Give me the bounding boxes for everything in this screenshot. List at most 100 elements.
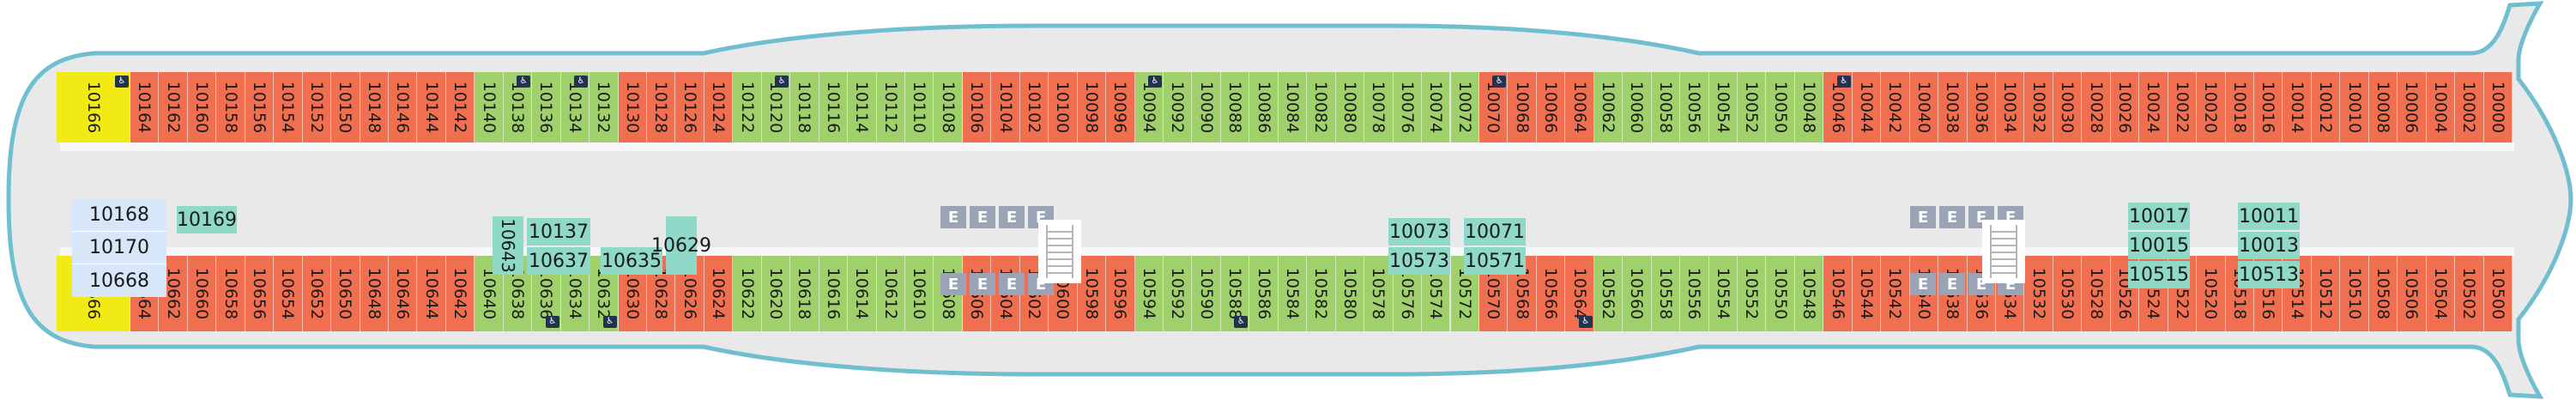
cabin-10500[interactable]: 10500: [2483, 256, 2513, 331]
cabin-10102[interactable]: 10102: [1019, 72, 1049, 142]
cabin-10116[interactable]: 10116: [819, 72, 849, 142]
cabin-10040[interactable]: 10040: [1909, 72, 1939, 142]
cabin-10084[interactable]: 10084: [1278, 72, 1308, 142]
cabin-10656[interactable]: 10656: [245, 256, 275, 331]
cabin-10637[interactable]: 10637: [527, 247, 590, 275]
cabin-10644[interactable]: 10644: [417, 256, 446, 331]
cabin-10152[interactable]: 10152: [302, 72, 332, 142]
cabin-10142[interactable]: 10142: [445, 72, 475, 142]
cabin-10050[interactable]: 10050: [1766, 72, 1795, 142]
cabin-10042[interactable]: 10042: [1881, 72, 1910, 142]
cabin-10169[interactable]: 10169: [177, 206, 237, 233]
cabin-10000[interactable]: 10000: [2483, 72, 2513, 142]
cabin-10038[interactable]: 10038: [1938, 72, 1968, 142]
cabin-10571[interactable]: 10571: [1464, 247, 1526, 275]
cabin-10072[interactable]: 10072: [1450, 72, 1479, 142]
cabin-10150[interactable]: 10150: [331, 72, 360, 142]
cabin-10106[interactable]: 10106: [962, 72, 992, 142]
cabin-10094[interactable]: 10094♿: [1134, 72, 1164, 142]
cabin-10166[interactable]: 10166♿: [57, 72, 130, 142]
cabin-10544[interactable]: 10544: [1852, 256, 1882, 331]
cabin-10015[interactable]: 10015: [2128, 232, 2190, 259]
cabin-10104[interactable]: 10104: [991, 72, 1020, 142]
cabin-10052[interactable]: 10052: [1737, 72, 1767, 142]
cabin-10614[interactable]: 10614: [848, 256, 877, 331]
cabin-10629[interactable]: 10629: [651, 216, 711, 275]
cabin-10650[interactable]: 10650: [331, 256, 360, 331]
cabin-10096[interactable]: 10096: [1106, 72, 1135, 142]
cabin-10622[interactable]: 10622: [733, 256, 762, 331]
cabin-10515[interactable]: 10515: [2128, 261, 2190, 288]
cabin-10060[interactable]: 10060: [1623, 72, 1652, 142]
cabin-10006[interactable]: 10006: [2398, 72, 2427, 142]
cabin-10126[interactable]: 10126: [675, 72, 704, 142]
cabin-10132[interactable]: 10132: [590, 72, 619, 142]
cabin-10624[interactable]: 10624: [704, 256, 734, 331]
cabin-10160[interactable]: 10160: [187, 72, 217, 142]
cabin-10584[interactable]: 10584: [1278, 256, 1308, 331]
cabin-10086[interactable]: 10086: [1249, 72, 1279, 142]
cabin-10012[interactable]: 10012: [2311, 72, 2341, 142]
cabin-10552[interactable]: 10552: [1737, 256, 1767, 331]
cabin-10528[interactable]: 10528: [2082, 256, 2111, 331]
cabin-10004[interactable]: 10004: [2426, 72, 2456, 142]
cabin-10036[interactable]: 10036: [1967, 72, 1996, 142]
cabin-10011[interactable]: 10011: [2238, 203, 2300, 230]
cabin-10654[interactable]: 10654: [274, 256, 303, 331]
cabin-10146[interactable]: 10146: [389, 72, 418, 142]
cabin-10542[interactable]: 10542: [1881, 256, 1910, 331]
cabin-10144[interactable]: 10144: [417, 72, 446, 142]
cabin-10124[interactable]: 10124: [704, 72, 734, 142]
cabin-10156[interactable]: 10156: [245, 72, 275, 142]
cabin-10048[interactable]: 10048: [1794, 72, 1824, 142]
cabin-10054[interactable]: 10054: [1708, 72, 1738, 142]
cabin-10112[interactable]: 10112: [876, 72, 906, 142]
cabin-10562[interactable]: 10562: [1593, 256, 1624, 331]
cabin-10560[interactable]: 10560: [1623, 256, 1652, 331]
cabin-10586[interactable]: 10586: [1249, 256, 1279, 331]
cabin-10070[interactable]: 10070♿: [1478, 72, 1509, 142]
cabin-10110[interactable]: 10110: [905, 72, 934, 142]
cabin-10573[interactable]: 10573: [1388, 247, 1450, 275]
cabin-10120[interactable]: 10120♿: [761, 72, 791, 142]
cabin-10158[interactable]: 10158: [216, 72, 245, 142]
cabin-10618[interactable]: 10618: [790, 256, 819, 331]
cabin-10032[interactable]: 10032: [2024, 72, 2053, 142]
cabin-10546[interactable]: 10546: [1823, 256, 1853, 331]
cabin-10530[interactable]: 10530: [2053, 256, 2083, 331]
cabin-10646[interactable]: 10646: [389, 256, 418, 331]
cabin-10056[interactable]: 10056: [1680, 72, 1709, 142]
cabin-10074[interactable]: 10074: [1422, 72, 1451, 142]
cabin-10590[interactable]: 10590: [1192, 256, 1221, 331]
cabin-10550[interactable]: 10550: [1766, 256, 1795, 331]
cabin-10064[interactable]: 10064: [1565, 72, 1594, 142]
cabin-10170[interactable]: 10170: [72, 232, 166, 264]
cabin-10008[interactable]: 10008: [2368, 72, 2398, 142]
cabin-10010[interactable]: 10010: [2340, 72, 2369, 142]
cabin-10020[interactable]: 10020: [2197, 72, 2226, 142]
cabin-10018[interactable]: 10018: [2225, 72, 2254, 142]
cabin-10162[interactable]: 10162: [159, 72, 188, 142]
cabin-10022[interactable]: 10022: [2168, 72, 2198, 142]
cabin-10658[interactable]: 10658: [216, 256, 245, 331]
cabin-10164[interactable]: 10164: [130, 72, 160, 142]
cabin-10128[interactable]: 10128: [647, 72, 676, 142]
cabin-10598[interactable]: 10598: [1077, 256, 1107, 331]
cabin-10616[interactable]: 10616: [819, 256, 849, 331]
cabin-10168[interactable]: 10168: [72, 199, 166, 232]
cabin-10014[interactable]: 10014: [2283, 72, 2312, 142]
cabin-10137[interactable]: 10137: [527, 218, 590, 245]
cabin-10588[interactable]: 10588♿: [1220, 256, 1250, 331]
cabin-10071[interactable]: 10071: [1464, 218, 1526, 245]
cabin-10138[interactable]: 10138♿: [503, 72, 533, 142]
cabin-10660[interactable]: 10660: [187, 256, 217, 331]
cabin-10643[interactable]: 10643: [493, 216, 523, 275]
cabin-10582[interactable]: 10582: [1307, 256, 1336, 331]
cabin-10620[interactable]: 10620: [761, 256, 791, 331]
cabin-10594[interactable]: 10594: [1134, 256, 1164, 331]
cabin-10502[interactable]: 10502: [2455, 256, 2484, 331]
cabin-10510[interactable]: 10510: [2340, 256, 2369, 331]
cabin-10046[interactable]: 10046♿: [1823, 72, 1853, 142]
cabin-10066[interactable]: 10066: [1536, 72, 1566, 142]
cabin-10548[interactable]: 10548: [1794, 256, 1824, 331]
